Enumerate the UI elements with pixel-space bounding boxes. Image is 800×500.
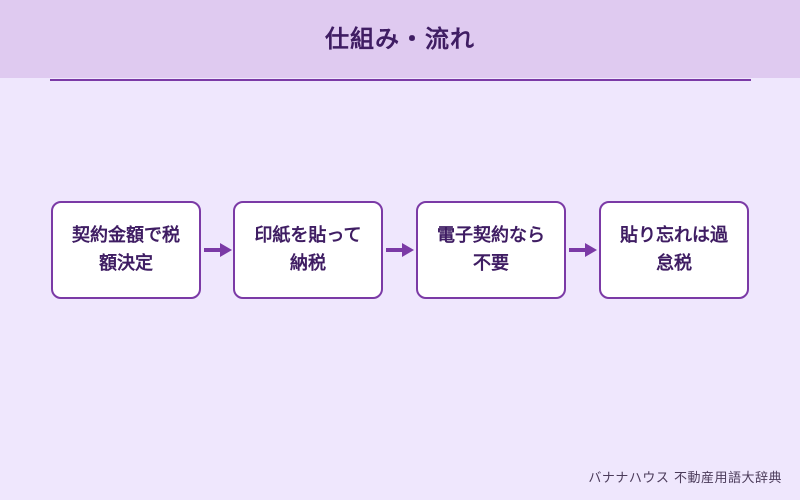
arrow-right-icon [204, 240, 232, 260]
arrow-right-icon [386, 240, 414, 260]
flow-step-2: 印紙を貼って納税 [233, 201, 383, 299]
title-divider [50, 79, 751, 81]
flow-step-label: 貼り忘れは過怠税 [620, 225, 728, 274]
flow-step-label: 印紙を貼って納税 [254, 225, 362, 274]
source-credit: バナナハウス 不動産用語大辞典 [588, 471, 782, 486]
arrow-right-icon [569, 240, 597, 260]
header-band [0, 0, 800, 78]
flow-step-label: 電子契約なら不要 [437, 225, 545, 274]
flow-step-4: 貼り忘れは過怠税 [599, 201, 749, 299]
flow-step-3: 電子契約なら不要 [416, 201, 566, 299]
flow-step-label: 契約金額で税額決定 [72, 225, 180, 274]
page-title: 仕組み・流れ [325, 25, 475, 53]
flow-step-1: 契約金額で税額決定 [51, 201, 201, 299]
